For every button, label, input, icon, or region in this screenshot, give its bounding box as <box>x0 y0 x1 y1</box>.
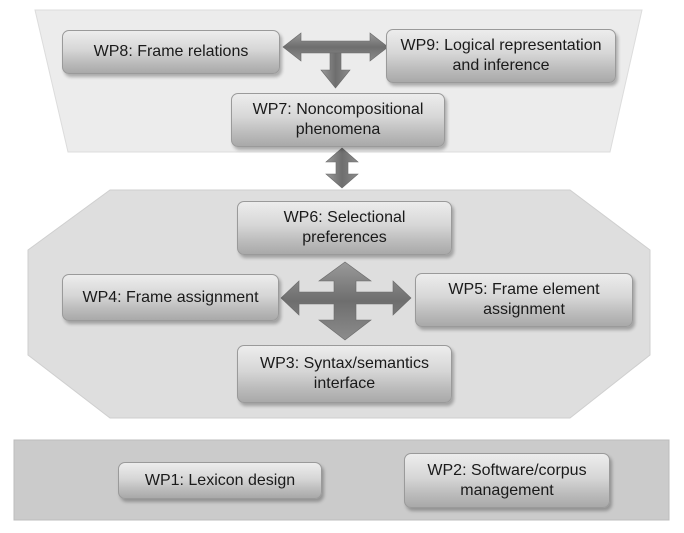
box-wp5-label-line2: assignment <box>483 301 565 318</box>
box-wp6-label-line1: WP6: Selectional <box>283 209 406 226</box>
box-wp4-frame-assignment: WP4: Frame assignment <box>62 274 279 321</box>
four-way-arrow-icon <box>280 261 412 341</box>
box-wp2-label-line1: WP2: Software/corpus <box>427 461 587 479</box>
box-wp4-label: WP4: Frame assignment <box>82 288 259 306</box>
box-wp5-frame-element-assignment: WP5: Frame element assignment <box>415 273 633 327</box>
box-wp3-label-line1: WP3: Syntax/semantics <box>260 355 429 372</box>
box-wp2-software-corpus-management: WP2: Software/corpus management <box>404 453 610 508</box>
box-wp9-label-line2: and inference <box>452 57 550 74</box>
box-wp5-label-line1: WP5: Frame element <box>448 281 600 298</box>
box-wp1-lexicon-design: WP1: Lexicon design <box>118 462 322 499</box>
box-wp9-logical-representation: WP9: Logical representation and inferenc… <box>386 29 616 83</box>
box-wp7-noncompositional-phenomena: WP7: Noncompositional phenomena <box>231 93 445 147</box>
double-vertical-arrow-icon <box>325 147 359 189</box>
box-wp1-label: WP1: Lexicon design <box>144 471 296 489</box>
box-wp8-frame-relations: WP8: Frame relations <box>62 30 280 74</box>
box-wp2-label-line2: management <box>460 481 554 499</box>
box-wp7-label-line2: phenomena <box>295 121 381 138</box>
box-wp3-label-line2: interface <box>313 375 376 392</box>
box-wp3-syntax-semantics-interface: WP3: Syntax/semantics interface <box>237 345 452 403</box>
box-wp6-selectional-preferences: WP6: Selectional preferences <box>237 201 452 255</box>
box-wp7-label-line1: WP7: Noncompositional <box>252 101 424 118</box>
box-wp6-label-line2: preferences <box>302 229 387 246</box>
box-wp9-label-line1: WP9: Logical representation <box>400 37 602 54</box>
box-wp8-label: WP8: Frame relations <box>93 43 249 60</box>
